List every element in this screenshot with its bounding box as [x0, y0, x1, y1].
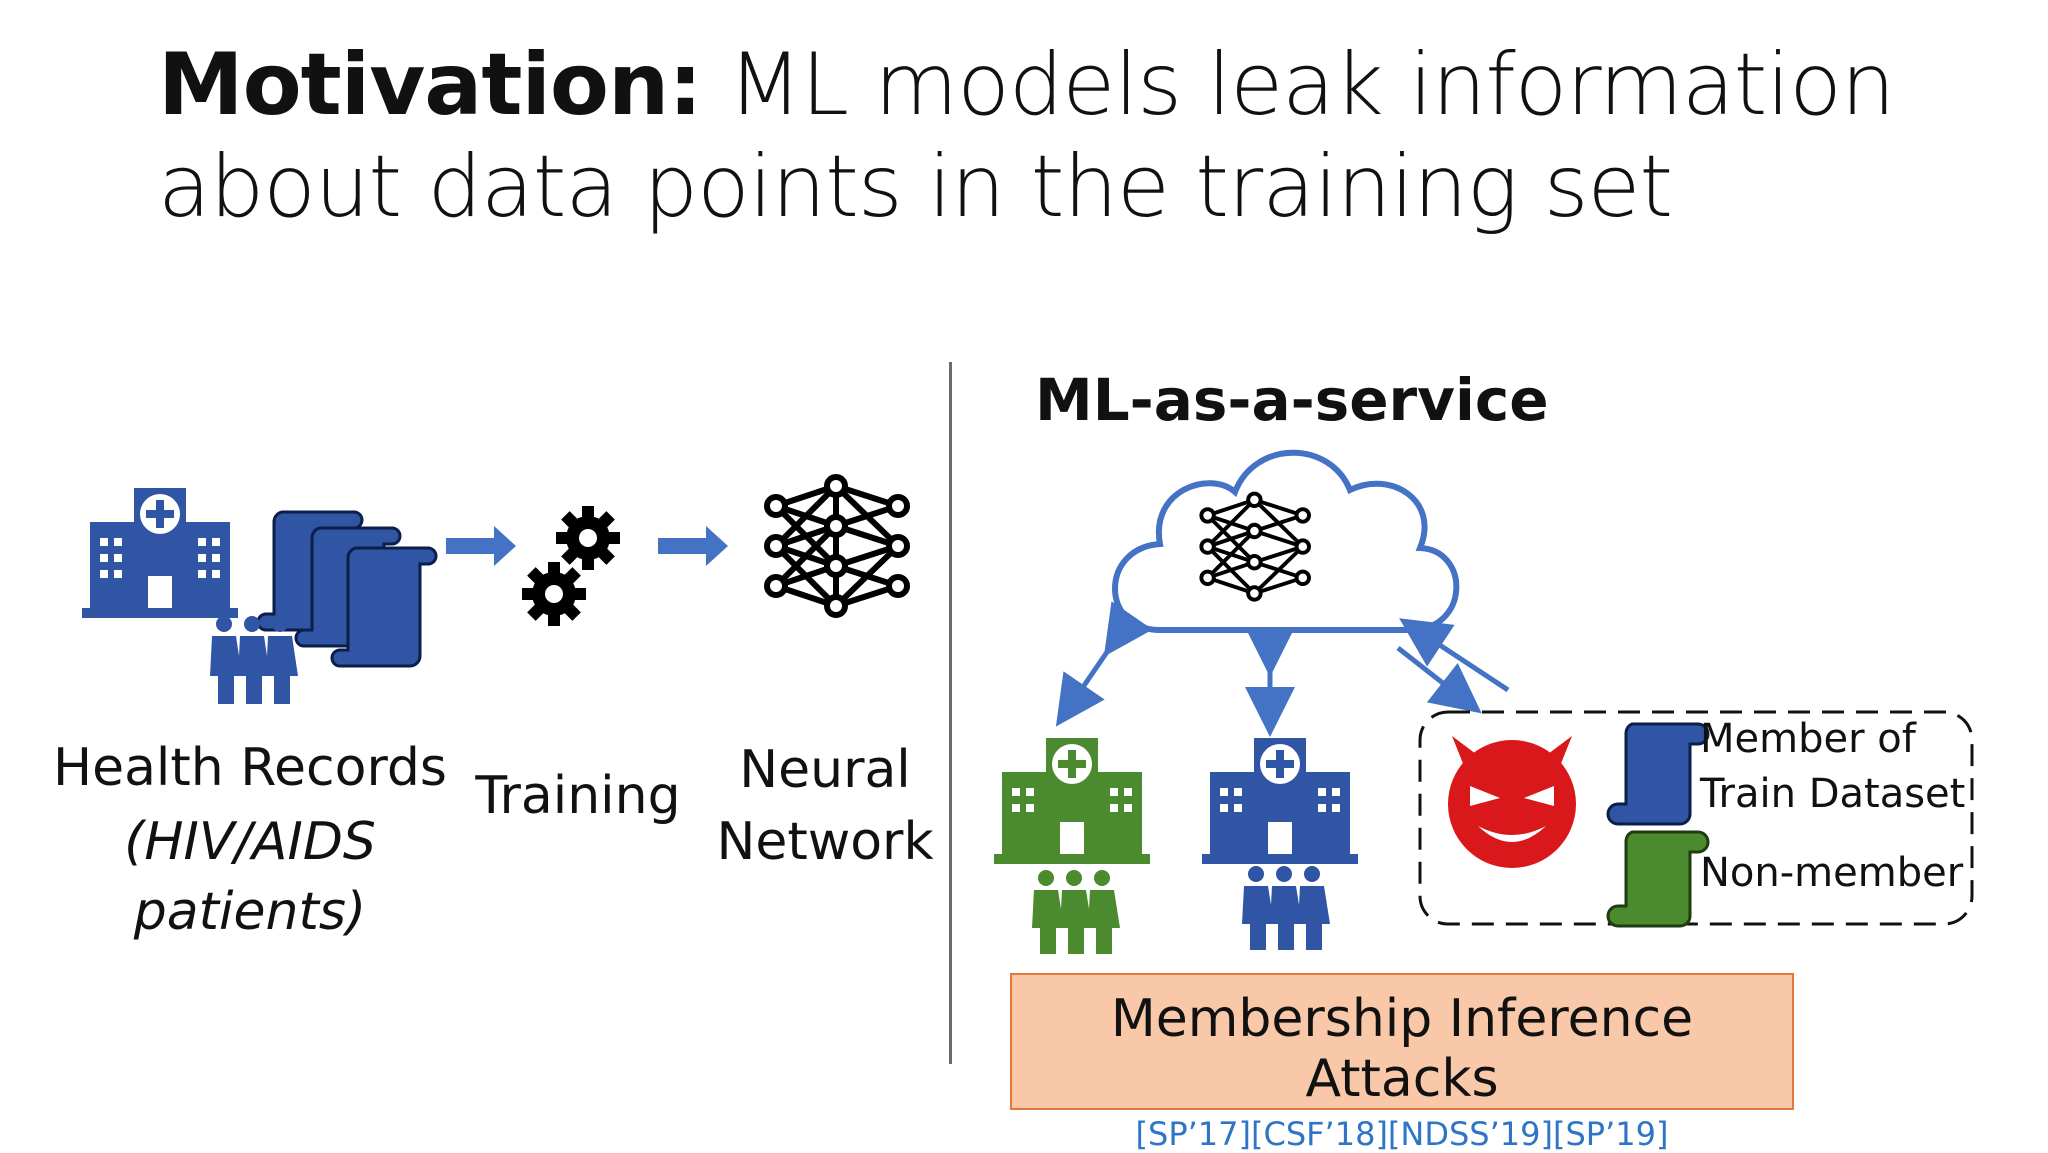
- scroll-icon: [1606, 722, 1710, 826]
- neural-network-label-2: Network: [716, 812, 934, 872]
- title-bold: Motivation:: [158, 35, 703, 135]
- people-icon: [210, 616, 298, 704]
- cloud-icon: [1112, 449, 1460, 633]
- attacker-box: [1418, 710, 1974, 926]
- attack-title: Membership Inference Attacks: [1110, 989, 1694, 1109]
- section-divider: [949, 362, 952, 1064]
- health-records-sub2: patients): [133, 882, 367, 942]
- member-label-2: Train Dataset: [1700, 771, 1966, 817]
- scroll-icon: [1606, 830, 1710, 928]
- flow-arrow: [446, 526, 728, 566]
- hospital-icon: [1202, 738, 1358, 864]
- hospital-icon: [82, 488, 238, 618]
- people-icon: [1242, 866, 1330, 950]
- neural-network-icon: [764, 474, 910, 618]
- neural-network-label: Neural Network: [700, 734, 950, 878]
- health-records-label: Health Records (HIV/AIDS patients): [40, 738, 460, 942]
- neural-network-label-1: Neural: [739, 740, 911, 800]
- health-records-title: Health Records: [52, 738, 448, 798]
- attack-references: [SP’17][CSF’18][NDSS’19][SP’19]: [1135, 1115, 1669, 1153]
- people-icon: [1032, 870, 1120, 954]
- health-records-sub1: (HIV/AIDS: [124, 812, 376, 872]
- devil-icon: [1448, 736, 1576, 868]
- member-label: Member of Train Dataset: [1700, 712, 1965, 822]
- title-rest: ML models leak information about data po…: [158, 35, 1895, 237]
- member-label-1: Member of: [1700, 716, 1916, 762]
- hospital-icon: [994, 738, 1150, 864]
- nonmember-label: Non-member: [1700, 850, 1964, 896]
- flow-arrow: [1055, 601, 1510, 737]
- service-title: ML-as-a-service: [1035, 366, 1549, 434]
- scroll-icon: [256, 510, 438, 668]
- slide-title: Motivation: ML models leak information a…: [158, 34, 1958, 238]
- training-label: Training: [475, 766, 681, 826]
- gears-icon: [522, 506, 620, 626]
- attack-box: Membership Inference Attacks [SP’17][CSF…: [1010, 973, 1794, 1153]
